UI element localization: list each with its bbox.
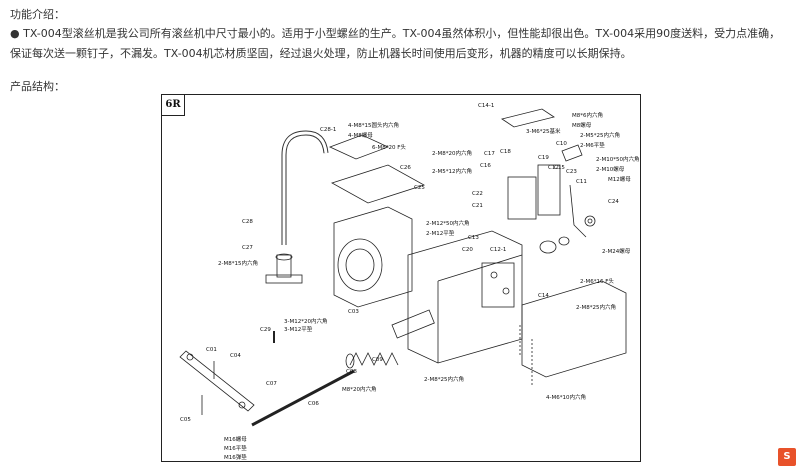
label-c05: C05 xyxy=(180,417,191,423)
label-m8-25-b: 2-M8*25内六角 xyxy=(424,377,464,383)
label-m8-nut-2: M8螺母 xyxy=(572,123,592,129)
label-m8-15-round: 4-M8*15圆头内六角 xyxy=(348,123,399,129)
label-m8-20-f: 6-M8*20 F头 xyxy=(372,145,406,151)
label-c09: C09 xyxy=(372,357,383,363)
label-c04: C04 xyxy=(230,353,241,359)
structure-heading: 产品结构： xyxy=(10,80,65,93)
label-c16: C16 xyxy=(480,163,491,169)
label-m8-nut: 4-M8螺母 xyxy=(348,133,373,139)
label-c23: C23 xyxy=(566,169,577,175)
label-m10-50: 2-M10*50内六角 xyxy=(596,157,640,163)
label-m16-nut: M16螺母 xyxy=(224,437,247,443)
label-c12: C12 xyxy=(548,165,559,171)
label-m8-25: 2-M8*25内六角 xyxy=(576,305,616,311)
features-text: ● TX-004型滚丝机是我公司所有滚丝机中尺寸最小的。适用于小型螺丝的生产。T… xyxy=(10,27,781,60)
label-c25: C25 xyxy=(414,185,425,191)
label-c10: C10 xyxy=(556,141,567,147)
label-m12-50: 2-M12*50内六角 xyxy=(426,221,470,227)
label-c17: C17 xyxy=(484,151,495,157)
label-m5-12: 2-M5*12内六角 xyxy=(432,169,472,175)
label-m12-flat-2: 2-M12平垫 xyxy=(426,231,455,237)
corner-logo-icon[interactable]: S xyxy=(778,448,796,466)
label-m8-6: M8*6内六角 xyxy=(572,113,603,119)
label-c24: C24 xyxy=(608,199,619,205)
label-m6-flat: 2-M6平垫 xyxy=(580,143,605,149)
label-c20: C20 xyxy=(462,247,473,253)
label-c01: C01 xyxy=(206,347,217,353)
label-m10-nut: 2-M10螺母 xyxy=(596,167,625,173)
label-m8-15-hex: 2-M8*15内六角 xyxy=(218,261,258,267)
features-heading: 功能介绍： xyxy=(10,8,65,21)
exploded-diagram: 6R C14-1 C28-1 4-M8*15圆头内六角 4-M8螺母 6-M8*… xyxy=(161,94,641,462)
label-c21: C21 xyxy=(472,203,483,209)
label-m8-20-hex: 2-M8*20内六角 xyxy=(432,151,472,157)
label-m24-nut: 2-M24螺母 xyxy=(602,249,631,255)
label-c14-1: C14-1 xyxy=(478,103,495,109)
label-c15: C15 xyxy=(554,165,565,171)
label-c28: C28 xyxy=(242,219,253,225)
label-c06: C06 xyxy=(308,401,319,407)
label-c14: C14 xyxy=(538,293,549,299)
label-c11: C11 xyxy=(576,179,587,185)
label-c19: C19 xyxy=(538,155,549,161)
label-m12-20: 3-M12*20内六角 xyxy=(284,319,328,325)
label-m6-16-f: 2-M6*16 F头 xyxy=(580,279,614,285)
label-c18: C18 xyxy=(500,149,511,155)
label-m16-flat: M16平垫 xyxy=(224,446,247,452)
label-c07: C07 xyxy=(266,381,277,387)
label-m12-flat: 3-M12平垫 xyxy=(284,327,313,333)
label-c29: C29 xyxy=(260,327,271,333)
label-m12-nut: M12螺母 xyxy=(608,177,631,183)
label-c22: C22 xyxy=(472,191,483,197)
label-c12-1: C12-1 xyxy=(490,247,507,253)
label-m16-spring: M16弹垫 xyxy=(224,455,247,461)
label-c26: C26 xyxy=(400,165,411,171)
label-m6-10: 4-M6*10内六角 xyxy=(546,395,586,401)
label-m6-25-base: 3-M6*25基米 xyxy=(526,129,561,135)
diagram-tag: 6R xyxy=(162,95,185,116)
diagram-drawing xyxy=(179,108,627,427)
label-c13: C13 xyxy=(468,235,479,241)
label-c27: C27 xyxy=(242,245,253,251)
label-m5-25: 2-M5*25内六角 xyxy=(580,133,620,139)
label-c28-1: C28-1 xyxy=(320,127,337,133)
label-m8-20: M8*20内六角 xyxy=(342,387,377,393)
label-c08: C08 xyxy=(346,369,357,375)
label-c03: C03 xyxy=(348,309,359,315)
